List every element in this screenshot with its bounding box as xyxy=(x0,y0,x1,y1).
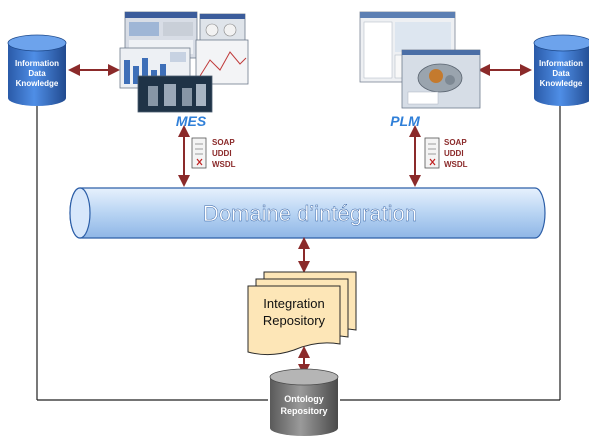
integration-repository-line-1: Integration xyxy=(263,296,324,311)
knowledge-right-line-3: Knowledge xyxy=(540,79,583,88)
ontology-repository-line-1: Ontology xyxy=(284,394,324,404)
protocol-document-icon-right xyxy=(424,137,440,169)
protocol-left-uddi: UDDI xyxy=(212,149,232,158)
knowledge-left-line-1: Information xyxy=(15,59,59,68)
integration-domain-pipe: Domaine d’intégration xyxy=(69,187,546,239)
knowledge-right-line-2: Data xyxy=(552,69,570,78)
mes-label: MES xyxy=(176,113,207,129)
knowledge-left-line-2: Data xyxy=(28,69,46,78)
connector-loop xyxy=(36,104,561,401)
protocol-right-wsdl: WSDL xyxy=(444,160,468,169)
knowledge-cylinder-right: Information Data Knowledge xyxy=(533,34,589,106)
ontology-repository-line-2: Repository xyxy=(280,406,327,416)
knowledge-right-line-1: Information xyxy=(539,59,583,68)
protocol-right-soap: SOAP xyxy=(444,138,467,147)
knowledge-cylinder-left: Information Data Knowledge xyxy=(7,34,67,106)
plm-label: PLM xyxy=(390,113,420,129)
mes-screenshot-collage xyxy=(119,11,249,113)
plm-screenshot-collage xyxy=(359,11,481,109)
protocol-right-uddi: UDDI xyxy=(444,149,464,158)
protocol-left-wsdl: WSDL xyxy=(212,160,236,169)
protocol-left-soap: SOAP xyxy=(212,138,235,147)
integration-domain-label: Domaine d’intégration xyxy=(203,201,417,226)
knowledge-left-line-3: Knowledge xyxy=(16,79,59,88)
integration-repository-stack: Integration Repository xyxy=(247,271,357,356)
integration-repository-line-2: Repository xyxy=(263,313,326,328)
protocol-document-icon-left xyxy=(191,137,207,169)
ontology-repository-cylinder: Ontology Repository xyxy=(269,368,339,436)
